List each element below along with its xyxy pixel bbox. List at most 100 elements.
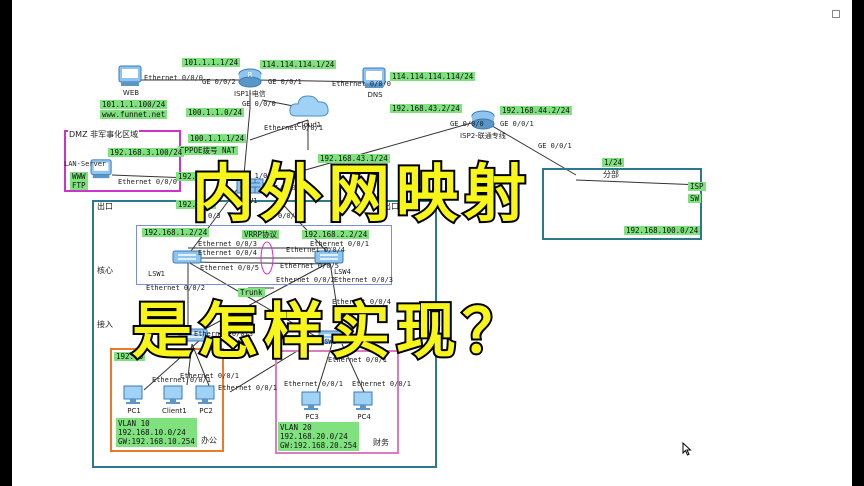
net-label: 192.168.1.2/24 bbox=[142, 228, 210, 237]
net-label: VRRP协议 bbox=[242, 230, 280, 239]
router-icon bbox=[471, 110, 495, 130]
port-label: Ethernet 0/0/4 bbox=[286, 246, 346, 254]
lan-server[interactable] bbox=[90, 158, 114, 180]
lsw3-label: LSW3 bbox=[320, 338, 337, 346]
net-label: 192.168.44.2/24 bbox=[500, 106, 572, 115]
net-label: PPPOE拨号 bbox=[178, 146, 220, 155]
overlay-title-line1: 内外网映射 bbox=[190, 156, 533, 232]
branch-zone-box bbox=[542, 168, 702, 240]
switch-icon bbox=[318, 330, 348, 344]
dns-server-label: DNS bbox=[367, 91, 383, 99]
net-label: 100.1.1.0/24 bbox=[186, 108, 245, 117]
port-label: Ethernet 0/0/1 bbox=[310, 240, 370, 248]
branch-zone-label: 分部 bbox=[603, 170, 619, 179]
port-label: GE 0/0/0 bbox=[242, 100, 276, 108]
net-label: 192.16 bbox=[114, 352, 146, 361]
cloud-icon bbox=[289, 95, 329, 117]
finance-zone-box bbox=[275, 350, 399, 454]
dns-server[interactable]: DNS bbox=[362, 66, 388, 99]
switch-icon bbox=[314, 250, 344, 264]
net-label: 192.168. bbox=[176, 200, 217, 209]
lsw1-switch[interactable] bbox=[172, 248, 202, 266]
vlan20-info: VLAN 20 192.168.20.0/24 GW:192.168.20.25… bbox=[278, 422, 359, 451]
port-label: GE 0/0/0 bbox=[450, 120, 484, 128]
net-label: Trunk bbox=[238, 288, 265, 297]
port-label: Ethernet 0/0/1 bbox=[264, 124, 324, 132]
pc-icon bbox=[301, 391, 321, 410]
isp1-router-label: ISP1-电信 bbox=[234, 90, 266, 98]
port-label: 0/3 bbox=[208, 212, 221, 220]
net-label: 192.168.43.2/24 bbox=[390, 104, 462, 113]
isp2-router-label: ISP2-联通专线 bbox=[460, 132, 506, 140]
firewall-fw1[interactable]: FW1 bbox=[236, 176, 264, 205]
net-label: 114.114.114.114/24 bbox=[390, 72, 476, 81]
pc2-label: PC2 bbox=[199, 407, 213, 415]
port-label: GE 1/0/1 bbox=[242, 172, 276, 180]
port-label: GE 0/0/1 bbox=[500, 120, 534, 128]
port-label: GE 0/0/1 bbox=[268, 78, 302, 86]
port-label: Ethernet 0/0/0 bbox=[118, 178, 178, 186]
pc-icon bbox=[123, 385, 143, 404]
core-layer-box bbox=[136, 225, 392, 285]
net-label: NAT bbox=[220, 146, 238, 155]
resize-handle[interactable] bbox=[832, 10, 840, 18]
port-label: 0/0/1 bbox=[278, 212, 300, 220]
net-label: ISP bbox=[688, 182, 706, 191]
port-label: Ethernet 0/0/3 bbox=[334, 276, 394, 284]
port-label: Ethernet 0/0/0 bbox=[144, 74, 204, 82]
web-server[interactable]: WEB bbox=[118, 64, 144, 97]
access-switch-left[interactable] bbox=[178, 326, 208, 344]
core-zone-label: 核心 bbox=[96, 266, 114, 276]
port-label: GE 0/0/1 bbox=[538, 142, 572, 150]
net-label: WWW bbox=[70, 172, 88, 181]
server-icon bbox=[118, 65, 142, 86]
lsw3-switch[interactable] bbox=[318, 328, 348, 346]
topology-canvas[interactable]: DMZ 非军事化区域 出口 核心 接入 办公 财务 WEB R ISP1-电信 … bbox=[12, 0, 852, 486]
lsw4-label: LSW4 bbox=[334, 268, 351, 276]
firewall-fw1-label: FW1 bbox=[242, 197, 258, 205]
pc1-label: PC1 bbox=[127, 407, 141, 415]
lsw4-switch[interactable] bbox=[314, 248, 344, 266]
net-label: FTP bbox=[70, 181, 88, 190]
overlay-title-line2: 是怎样实现？ bbox=[130, 295, 528, 369]
router-icon: R bbox=[238, 68, 262, 88]
pc3[interactable]: PC3 bbox=[300, 390, 324, 421]
pc-icon bbox=[163, 385, 183, 404]
pc-icon bbox=[195, 385, 215, 404]
cloud1-label: Cloud1 bbox=[296, 121, 322, 129]
port-label: Ethernet 0/0/4 bbox=[332, 298, 392, 306]
branch-exit-label: 出口 bbox=[383, 202, 399, 211]
net-label: 192.168.2.2/24 bbox=[302, 230, 370, 239]
lan-server-label: LAN-Server bbox=[64, 160, 107, 168]
port-label: Ethernet 0/0/0 bbox=[332, 80, 392, 88]
pc2[interactable]: PC2 bbox=[194, 384, 218, 415]
port-label: Ethernet 0/0/5 bbox=[280, 262, 340, 270]
net-label: 192.168.3.100/24 bbox=[108, 148, 185, 157]
lsw1-label: LSW1 bbox=[148, 270, 165, 278]
isp2-router[interactable]: ISP2-联通专线 bbox=[460, 108, 506, 141]
net-label: 1/24 bbox=[602, 158, 625, 167]
vlan10-info: VLAN 10 192.168.10.0/24 GW:192.168.10.25… bbox=[116, 418, 197, 447]
net-label: SW bbox=[688, 194, 702, 203]
net-label: 101.1.1.100/24 bbox=[100, 100, 168, 109]
port-label: Ethernet 0/0/1 bbox=[152, 376, 212, 384]
office-zone-label: 办公 bbox=[201, 436, 217, 445]
port-label: Ethernet 0/0/4 bbox=[198, 249, 258, 257]
port-label: Ethernet 0/0/1 bbox=[328, 356, 388, 364]
net-label: www.funnet.net bbox=[100, 110, 168, 119]
pc4-label: PC4 bbox=[357, 413, 371, 421]
cloud1[interactable]: Cloud1 bbox=[288, 92, 330, 129]
port-label: Ethernet 0/0/1 bbox=[284, 380, 344, 388]
port-label: Ethernet 0/0/3 bbox=[194, 330, 254, 338]
net-label: 114.114.114.1/24 bbox=[260, 60, 337, 69]
port-label: Ethernet 0/0/2 bbox=[146, 284, 206, 292]
topology-links bbox=[111, 79, 703, 393]
pc4[interactable]: PC4 bbox=[352, 390, 376, 421]
pc1[interactable]: PC1 bbox=[122, 384, 146, 415]
web-server-label: WEB bbox=[122, 89, 140, 97]
port-label: Ethernet 0/0/3 bbox=[198, 240, 258, 248]
client1[interactable]: Client1 bbox=[162, 384, 187, 415]
finance-zone-label: 财务 bbox=[373, 438, 389, 447]
isp1-router[interactable]: R ISP1-电信 bbox=[234, 66, 266, 99]
exit-zone-label: 出口 bbox=[96, 202, 114, 212]
